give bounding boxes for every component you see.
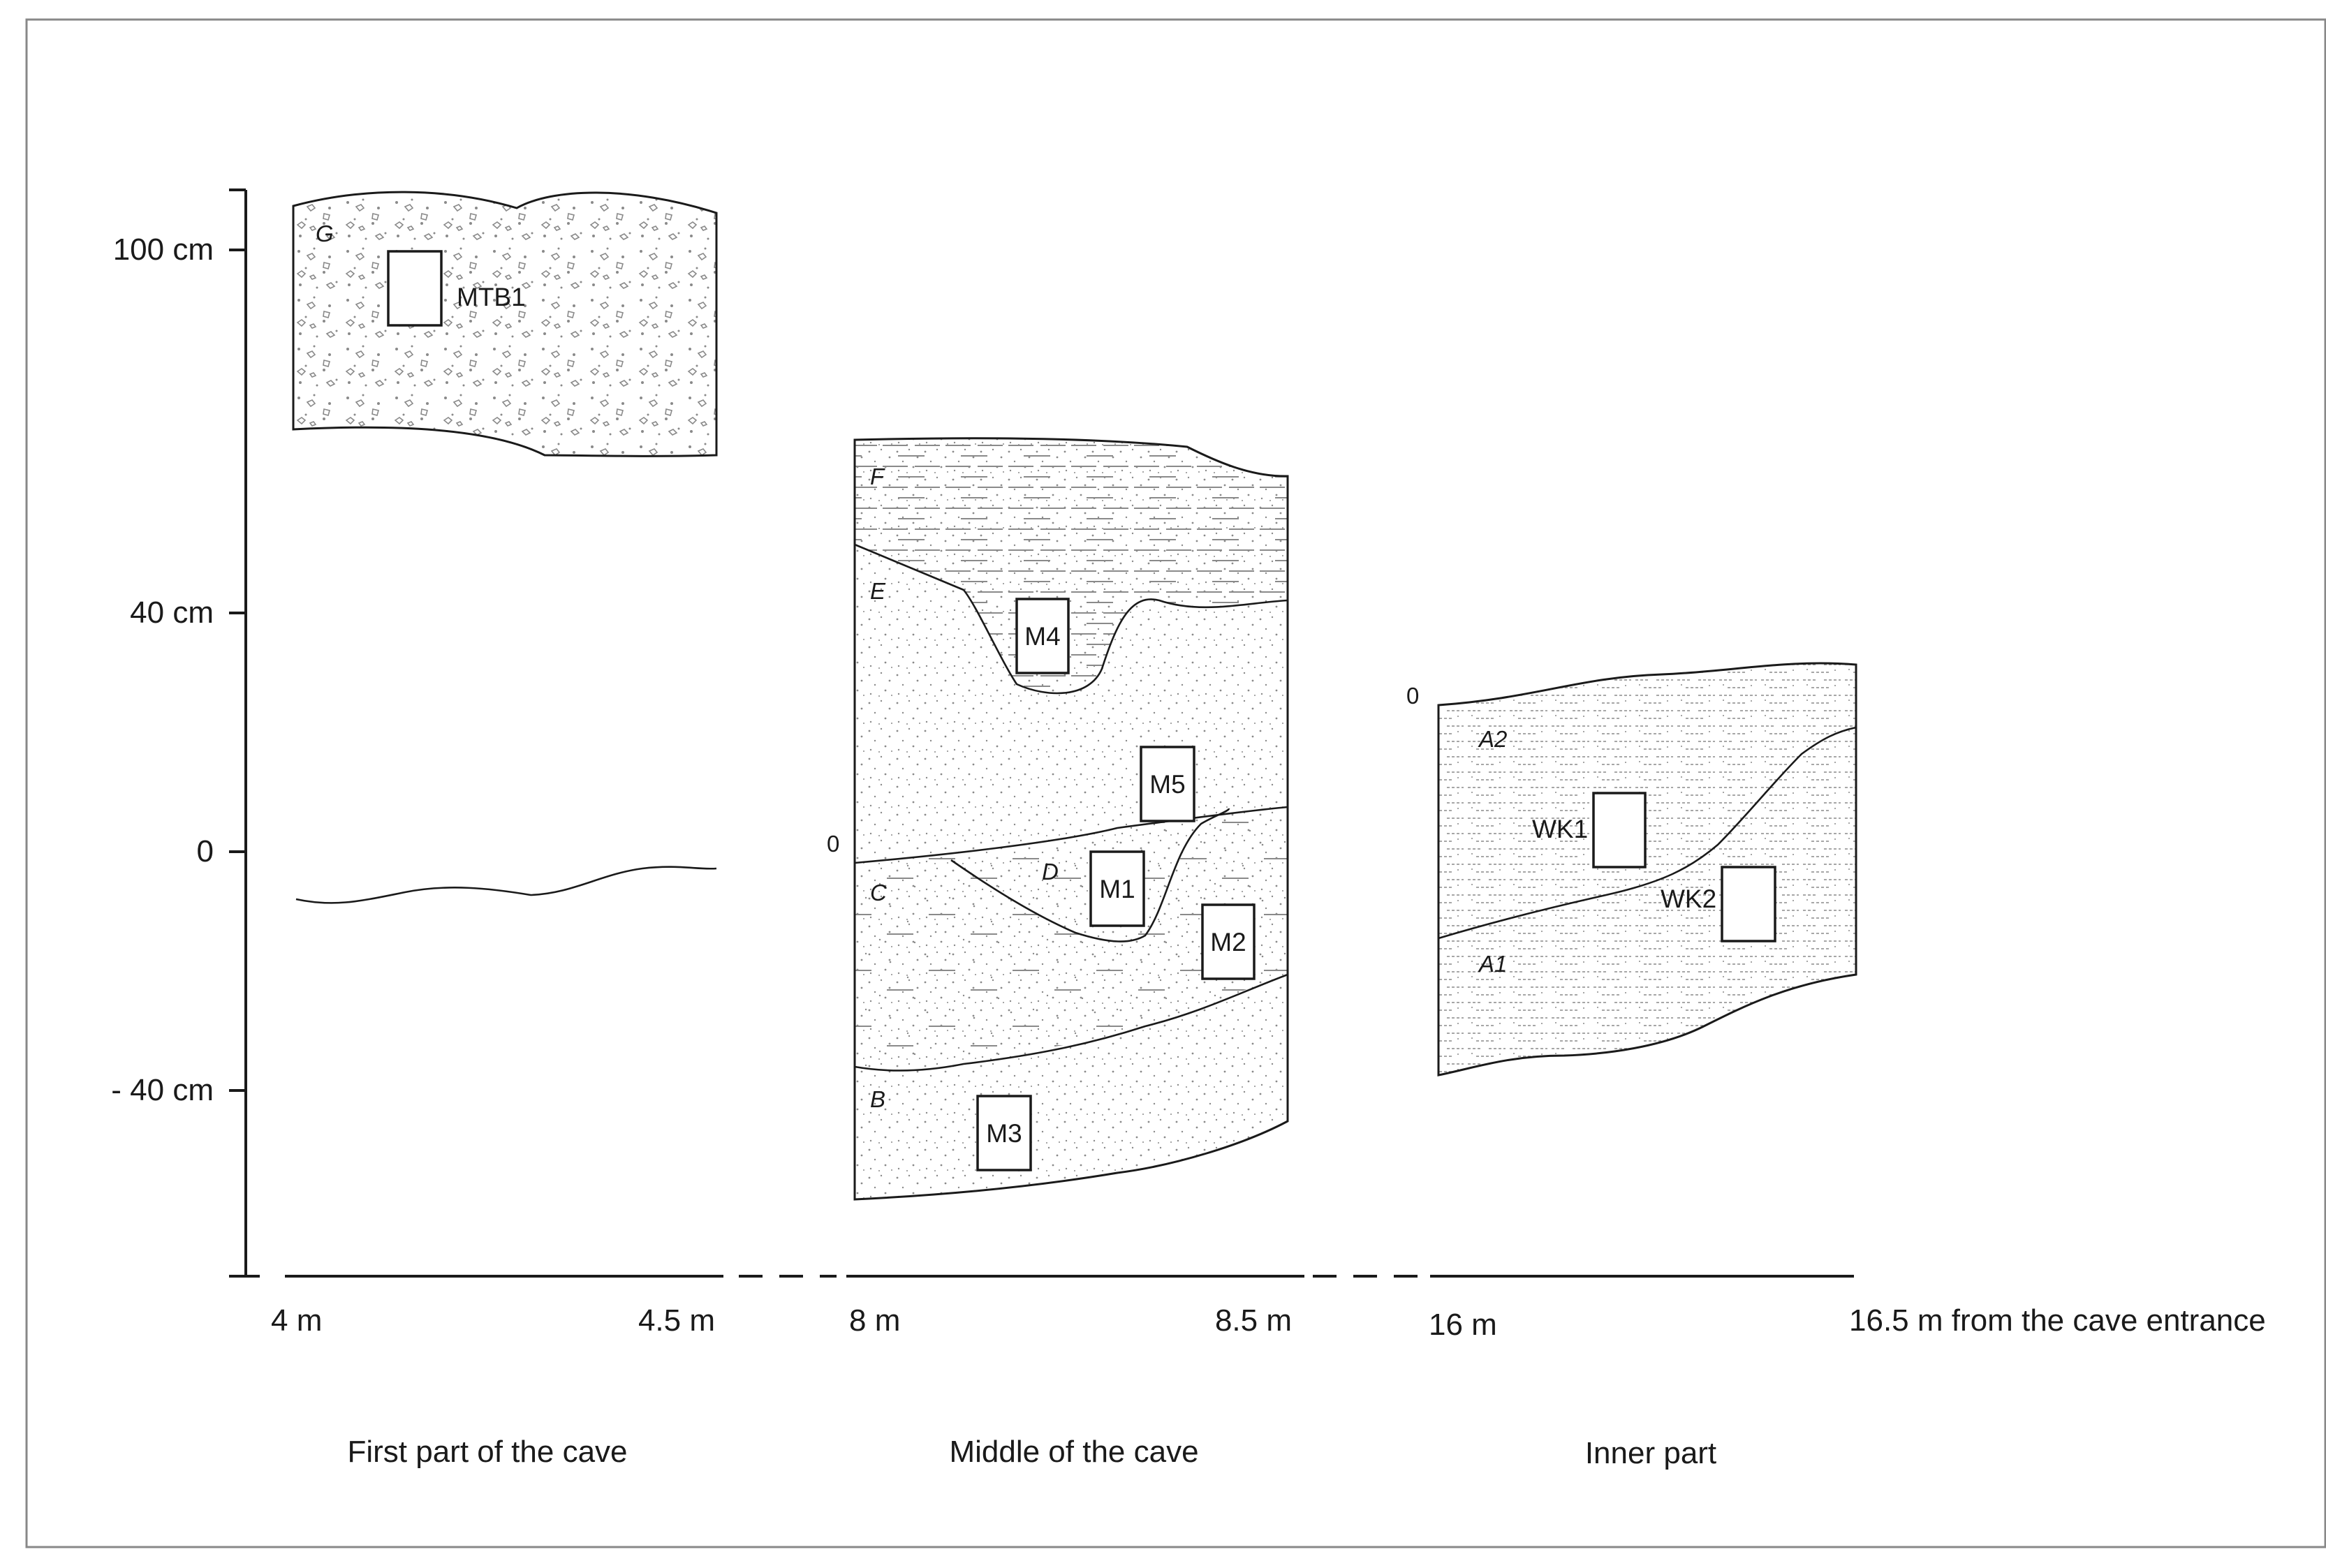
section-inner-part: A2 A1 0 WK1 WK2 [1406,662,1857,1077]
boundary-e-c [854,806,1288,864]
middle-outline [853,437,1289,1201]
y-tick-label-40: 40 cm [130,596,214,630]
boundary-a2-a1 [1438,726,1857,940]
inner-outline [1437,662,1857,1077]
x-label-16m: 16 m [1429,1308,1497,1342]
boundary-d-lens [950,808,1230,942]
layer-label-b: B [870,1086,885,1112]
boundary-c-b [854,973,1288,1072]
layer-a-fill [1438,663,1856,1075]
x-label-16-5m: 16.5 m from the cave entrance [1849,1303,2266,1338]
sample-m5 [1140,746,1195,822]
layer-label-c: C [870,880,888,905]
layer-label-e: E [870,578,886,604]
layer-f-fill [855,438,1288,693]
sample-label-m4: M4 [1024,622,1060,651]
sample-label-mtb1: MTB1 [457,283,526,311]
layer-g-outline [292,191,718,457]
sample-mtb1 [387,250,443,327]
sample-label-wk2: WK2 [1661,885,1716,913]
section-middle: F E D C B 0 M4 M5 M1 M2 M3 [827,437,1289,1201]
y-tick-label-minus-40: - 40 cm [111,1073,214,1107]
x-label-8m: 8 m [849,1303,900,1338]
section-label-first-part: First part of the cave [347,1435,627,1469]
sample-wk2 [1721,866,1776,942]
sample-m4 [1015,598,1070,674]
y-tick-label-100: 100 cm [113,232,214,267]
section-label-middle: Middle of the cave [949,1435,1198,1469]
zero-label-inner: 0 [1406,683,1419,709]
section-label-inner-part: Inner part [1585,1436,1716,1470]
layer-label-d: D [1042,859,1059,885]
layer-label-f: F [870,464,885,489]
y-tick-label-0: 0 [197,834,214,868]
sample-label-wk1: WK1 [1532,815,1588,843]
sample-m2 [1201,903,1256,980]
boundary-f-e [854,543,1288,695]
sample-m3 [976,1095,1032,1171]
figure-frame [25,18,2326,1548]
layer-label-a1: A1 [1478,951,1507,977]
zero-label-middle: 0 [827,831,839,857]
layer-c-fill [855,807,1288,1067]
x-label-4m: 4 m [271,1303,322,1338]
sample-label-m1: M1 [1099,875,1135,903]
sample-label-m3: M3 [986,1119,1022,1148]
layer-label-a2: A2 [1478,726,1507,752]
section-first-part: G MTB1 [292,191,718,904]
layer-label-g: G [316,221,334,246]
sample-m1 [1089,850,1145,927]
sample-label-m2: M2 [1210,928,1246,956]
sample-label-m5: M5 [1149,770,1185,799]
x-label-8-5m: 8.5 m [1215,1303,1292,1338]
x-label-4-5m: 4.5 m [638,1303,715,1338]
sample-wk1 [1592,792,1647,868]
layer-g-fill [293,192,716,457]
zero-level-line-first [295,866,717,904]
